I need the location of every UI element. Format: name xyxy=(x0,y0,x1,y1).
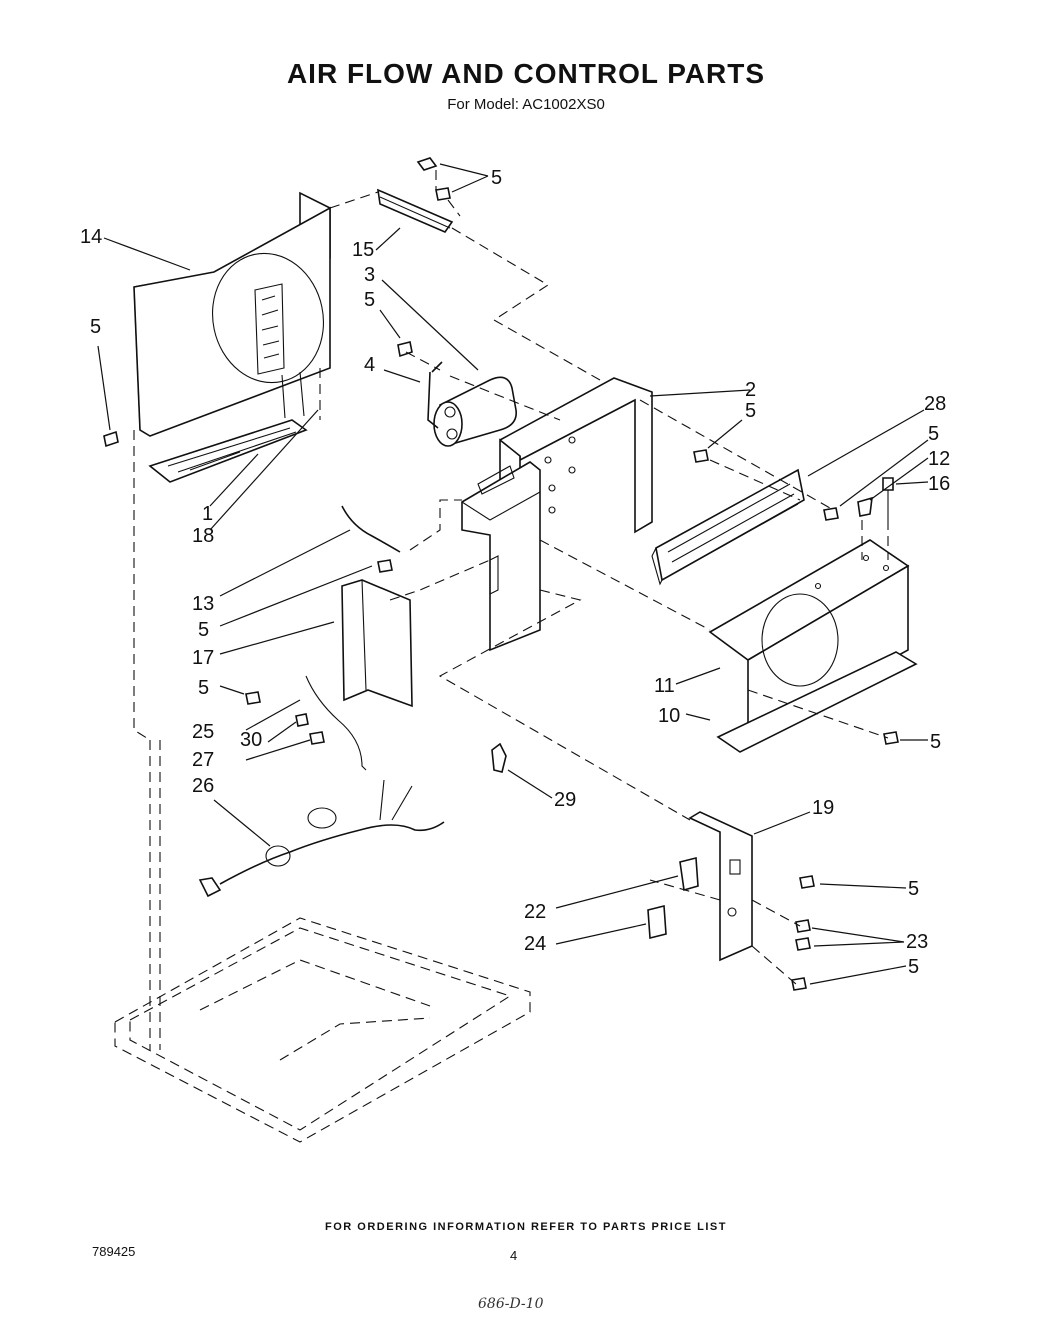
callout-11: 11 xyxy=(654,675,675,697)
front-panel-part-14 xyxy=(133,191,331,437)
control-plate-part-19 xyxy=(688,811,753,962)
power-cord-part-26 xyxy=(198,675,445,898)
callout-24: 24 xyxy=(524,933,546,955)
callout-5: 5 xyxy=(90,316,101,338)
callout-13: 13 xyxy=(192,593,214,615)
callout-28: 28 xyxy=(924,393,946,415)
callout-1: 1 xyxy=(202,503,213,525)
callout-3: 3 xyxy=(364,264,375,286)
capacitor-part-3 xyxy=(433,376,517,447)
callout-22: 22 xyxy=(524,901,546,923)
control-bracket-part-2 xyxy=(461,377,653,652)
callout-5: 5 xyxy=(198,677,209,699)
callout-14: 14 xyxy=(80,226,102,248)
switch-part-22 xyxy=(679,856,699,892)
callout-5: 5 xyxy=(928,423,939,445)
fan-shroud-part-10 xyxy=(708,539,918,753)
plate-part-17 xyxy=(341,579,413,708)
callout-27: 27 xyxy=(192,749,214,771)
callout-4: 4 xyxy=(364,354,375,376)
model-subtitle: For Model: AC1002XS0 xyxy=(447,96,605,113)
bracket-part-15 xyxy=(377,188,454,233)
screen-part-28 xyxy=(651,468,805,586)
document-number: 789425 xyxy=(92,1244,136,1259)
screw-fasteners xyxy=(103,157,899,991)
page-title: AIR FLOW AND CONTROL PARTS xyxy=(286,58,766,89)
callout-18: 18 xyxy=(192,525,214,547)
callout-5: 5 xyxy=(930,731,941,753)
callout-29: 29 xyxy=(554,789,576,811)
thermostat-part-24 xyxy=(647,904,667,940)
assembly-guide-lines xyxy=(133,170,889,985)
callout-17: 17 xyxy=(192,647,214,669)
handwritten-note: 686-D-10 xyxy=(478,1296,544,1312)
callout-26: 26 xyxy=(192,775,214,797)
hardware-parts-12-16 xyxy=(857,477,894,520)
capacitor-clamp-part-4 xyxy=(427,361,443,429)
callout-10: 10 xyxy=(658,705,680,727)
callout-25: 25 xyxy=(192,721,214,743)
callout-5: 5 xyxy=(198,619,209,641)
callout-23: 23 xyxy=(906,931,928,953)
callout-5: 5 xyxy=(491,167,502,189)
callout-16: 16 xyxy=(928,473,950,495)
ordering-note: FOR ORDERING INFORMATION REFER TO PARTS … xyxy=(325,1221,727,1233)
callout-leader-lines xyxy=(97,163,929,985)
base-pan xyxy=(114,740,531,1143)
callout-labels: 5 14 15 3 5 5 4 2 5 28 5 12 16 1 18 13 5… xyxy=(80,167,950,978)
clip-part-29 xyxy=(491,742,507,773)
callout-15: 15 xyxy=(352,239,374,261)
callout-12: 12 xyxy=(928,448,950,470)
callout-5: 5 xyxy=(364,289,375,311)
page-number: 4 xyxy=(510,1248,518,1263)
callout-30: 30 xyxy=(240,729,262,751)
callout-5: 5 xyxy=(745,400,756,422)
callout-5: 5 xyxy=(908,956,919,978)
wire-harness-part-13 xyxy=(341,505,401,553)
callout-5: 5 xyxy=(908,878,919,900)
callout-2: 2 xyxy=(745,379,756,401)
callout-19: 19 xyxy=(812,797,834,819)
filter-part-1 xyxy=(148,371,308,483)
